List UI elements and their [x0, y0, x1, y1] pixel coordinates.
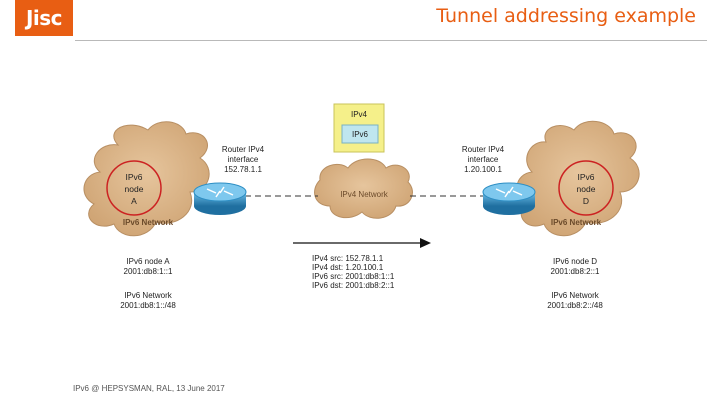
- router-icon: [193, 182, 247, 215]
- node-d-name: IPv6 node D: [553, 257, 597, 266]
- legend-ipv4-label: IPv4: [351, 110, 368, 119]
- center-network-label: IPv4 Network: [340, 190, 389, 199]
- node-a-address: 2001:db8:1::1: [124, 267, 173, 276]
- node-a-label-2: node: [125, 184, 144, 194]
- node-d-label-2: node: [577, 184, 596, 194]
- legend-ipv6-label: IPv6: [352, 130, 369, 139]
- footer-text: IPv6 @ HEPSYSMAN, RAL, 13 June 2017: [73, 384, 225, 393]
- right-network-prefix: 2001:db8:2::/48: [547, 301, 603, 310]
- node-d-label-1: IPv6: [577, 172, 594, 182]
- right-network-label: IPv6 Network: [551, 218, 602, 227]
- node-a-label-1: IPv6: [125, 172, 142, 182]
- right-router-label-1: Router IPv4: [462, 145, 505, 154]
- left-router-label-3: 152.78.1.1: [224, 165, 262, 174]
- packet-ipv4-src: IPv4 src: 152.78.1.1: [312, 254, 384, 263]
- node-a-ring: [106, 160, 162, 216]
- ipv4-ipv6-legend: IPv4 IPv6: [333, 103, 385, 153]
- right-network-title: IPv6 Network: [551, 291, 600, 300]
- right-ipv6-cloud: IPv6 node D IPv6 Network: [516, 120, 640, 237]
- packet-ipv4-dst: IPv4 dst: 1.20.100.1: [312, 263, 384, 272]
- left-network-prefix: 2001:db8:1::/48: [120, 301, 176, 310]
- node-d-label-3: D: [583, 196, 589, 206]
- center-ipv4-cloud: IPv4 Network: [314, 158, 413, 219]
- node-a-name: IPv6 node A: [126, 257, 170, 266]
- node-d-ring: [558, 160, 614, 216]
- title-rule: [75, 40, 707, 41]
- page-title: Tunnel addressing example: [436, 5, 696, 27]
- left-router-label-1: Router IPv4: [222, 145, 265, 154]
- left-network-title: IPv6 Network: [124, 291, 173, 300]
- node-a-label-3: A: [131, 196, 137, 206]
- left-network-label: IPv6 Network: [123, 218, 174, 227]
- arrow-right-icon: [293, 238, 431, 248]
- packet-ipv6-src: IPv6 src: 2001:db8:1::1: [312, 272, 395, 281]
- left-ipv6-cloud: IPv6 node A IPv6 Network: [83, 121, 210, 237]
- packet-ipv6-dst: IPv6 dst: 2001:db8:2::1: [312, 281, 395, 290]
- left-router-label-2: interface: [228, 155, 259, 164]
- router-icon: [482, 182, 536, 215]
- right-router-label-3: 1.20.100.1: [464, 165, 502, 174]
- jisc-logo: Jisc: [15, 0, 73, 36]
- node-d-address: 2001:db8:2::1: [551, 267, 600, 276]
- right-router-label-2: interface: [468, 155, 499, 164]
